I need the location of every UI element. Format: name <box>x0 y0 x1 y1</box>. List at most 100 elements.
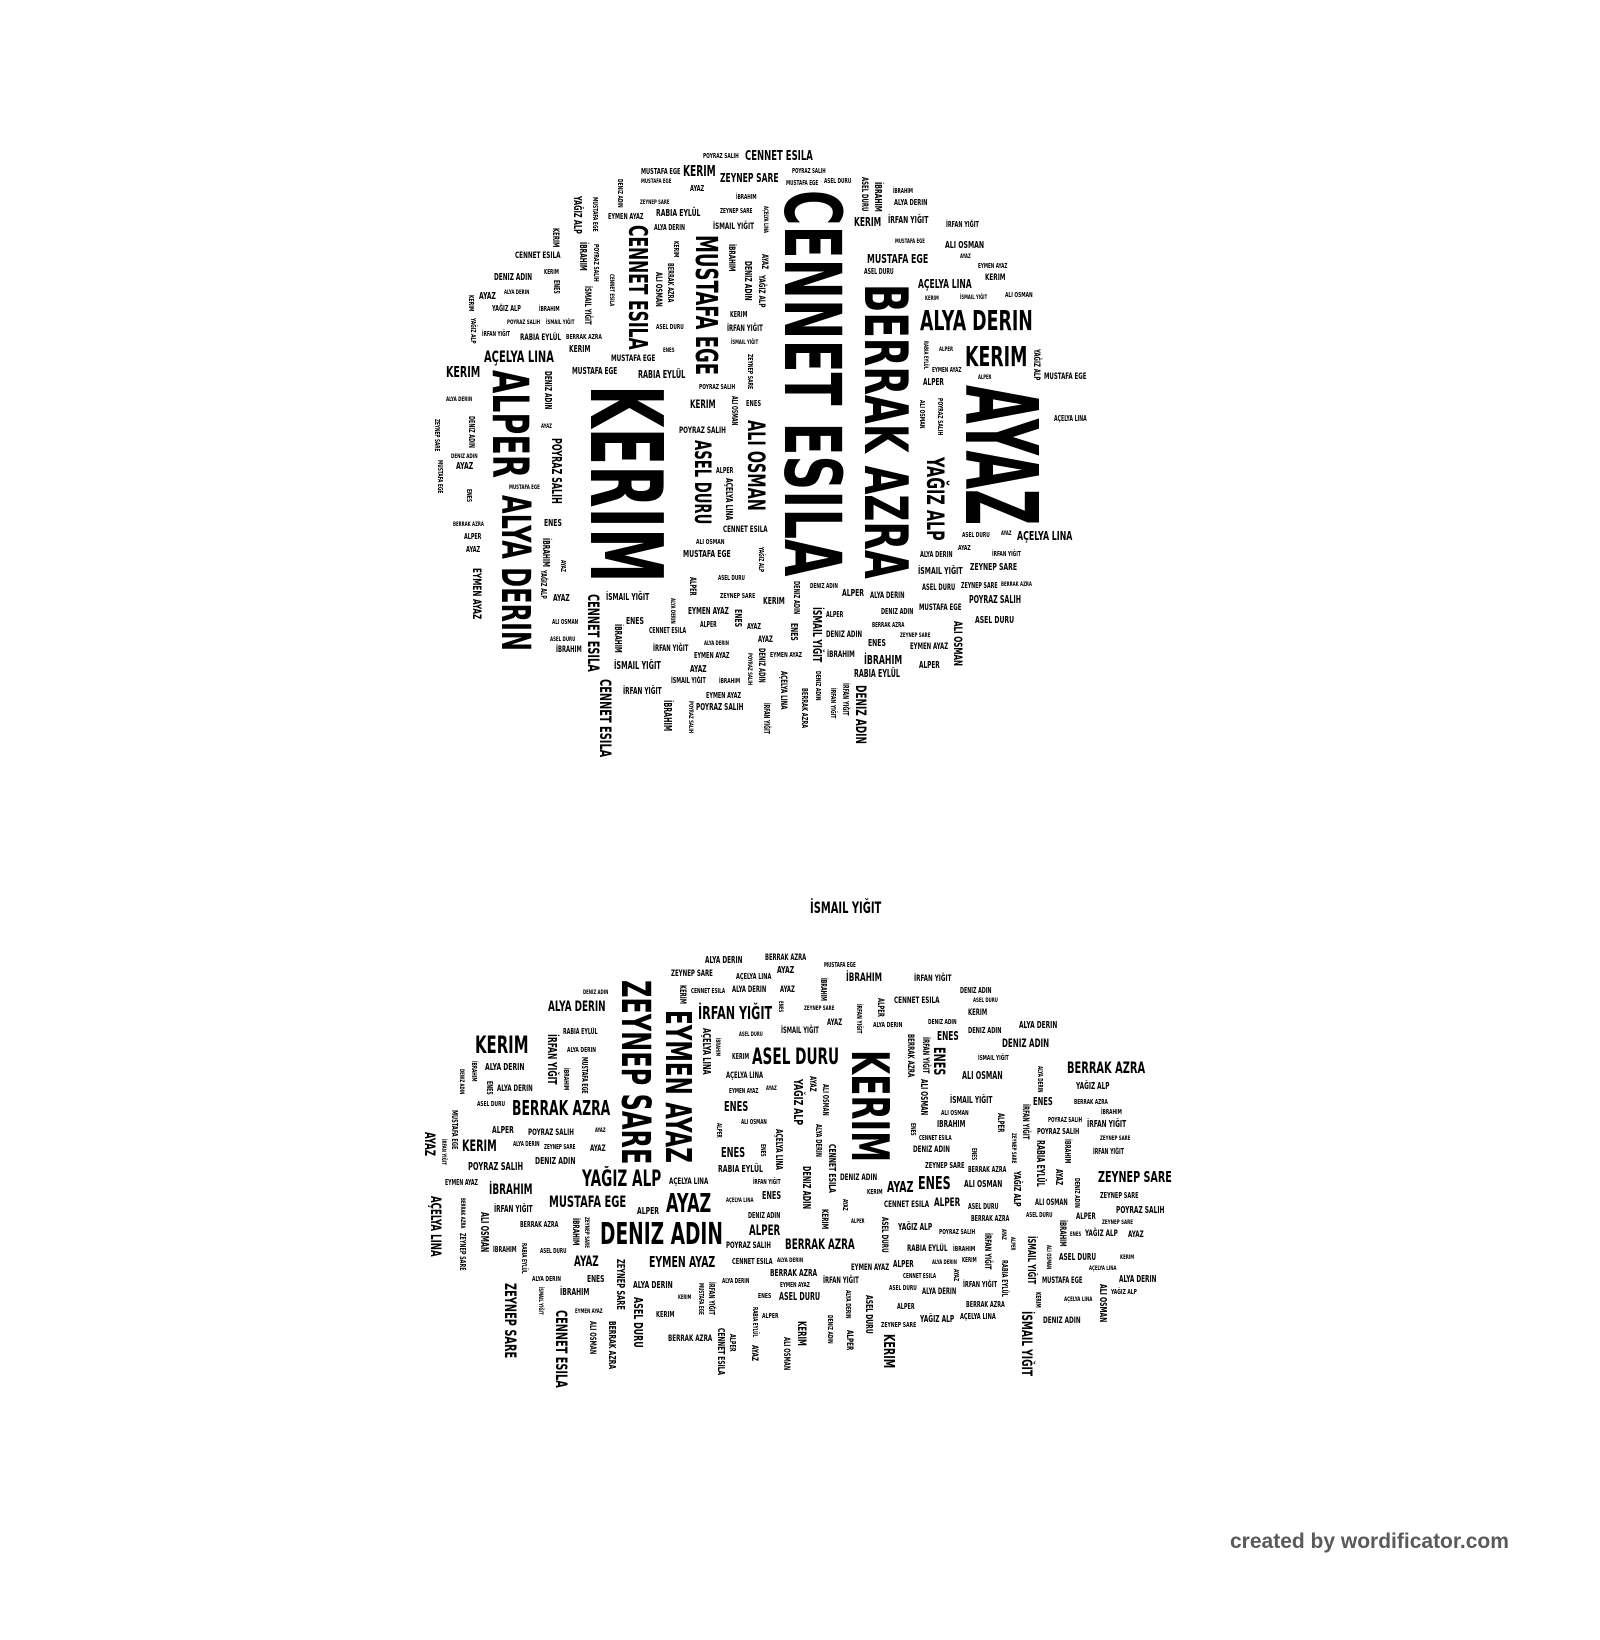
filler-word: ASEL DURU <box>549 635 576 644</box>
filler-word: CENNET ESILA <box>744 148 813 165</box>
filler-word: KERIM <box>689 396 716 411</box>
filler-word: EYMEN AYAZ <box>978 261 1008 270</box>
filler-word: KERIM <box>568 344 591 356</box>
filler-word: İRFAN YIĞIT <box>1087 1119 1127 1131</box>
filler-word: ALPER <box>893 1258 914 1270</box>
filler-word: EYMEN AYAZ <box>909 641 949 652</box>
filler-word: AYAZ <box>957 543 971 553</box>
word-alper: ALPER <box>481 370 539 478</box>
filler-word: AYAZ <box>1127 1230 1144 1241</box>
filler-word: ALI OSMAN <box>941 1107 970 1117</box>
filler-word: MUSTAFA EGE <box>682 548 731 560</box>
filler-word: AYAZ <box>757 635 773 646</box>
filler-word: RABIA EYLÜL <box>520 332 562 343</box>
filler-word: ZEYNEP SARE <box>670 969 713 980</box>
filler-word: ENES <box>1069 1231 1082 1239</box>
word-cennet-esila-2: CENNET ESILA <box>622 225 652 350</box>
filler-word: AYAZ <box>780 985 796 996</box>
filler-word: CENNET ESILA <box>552 1309 572 1388</box>
filler-word: POYRAZ SALIH <box>699 382 736 392</box>
filler-word: ZEYNEP SARE <box>1098 1167 1173 1186</box>
filler-word: İRFAN YIĞIT <box>482 329 511 338</box>
filler-word: ALYA DERIN <box>919 548 953 559</box>
filler-word: DENIZ ADIN <box>742 260 754 301</box>
filler-word: EYMEN AYAZ <box>648 1253 715 1272</box>
filler-word: ALYA DERIN <box>496 1083 533 1094</box>
filler-word: YAĞIZ ALP <box>570 195 583 234</box>
filler-word: AÇELYA LINA <box>778 671 789 710</box>
filler-word: KERIM <box>731 1052 749 1062</box>
filler-word: MUSTAFA EGE <box>610 352 655 364</box>
filler-word: ALPER <box>874 998 885 1017</box>
filler-word: İBRAHIM <box>936 1119 966 1131</box>
filler-word: AYAZ <box>807 1075 818 1092</box>
filler-word: BERRAK AZRA <box>666 262 676 302</box>
filler-word: ALPER <box>922 377 944 389</box>
filler-word: İSMAIL YIĞIT <box>809 607 825 663</box>
filler-word: YAĞIZ ALP <box>790 1078 806 1125</box>
filler-word: İRFAN YIĞIT <box>946 219 980 229</box>
filler-word: ALYA DERIN <box>893 196 928 207</box>
filler-word: ALPER <box>728 1333 738 1352</box>
filler-word: İBRAHIM <box>569 1218 580 1246</box>
filler-word: ZEYNEP SARE <box>543 1142 576 1151</box>
filler-word: ENES <box>969 1148 978 1161</box>
filler-word: ENES <box>867 638 886 650</box>
filler-word: ENES <box>757 1291 771 1301</box>
filler-word: DENIZ ADIN <box>799 1166 812 1210</box>
filler-word: İBRAHIM <box>1100 1107 1122 1116</box>
filler-word: İBRAHIM <box>538 305 560 314</box>
filler-word: DENIZ ADIN <box>748 1211 781 1221</box>
filler-word: İBRAHIM <box>559 1286 590 1298</box>
filler-word: DENIZ ADIN <box>880 607 914 617</box>
filler-word: DENIZ ADIN <box>912 1144 950 1155</box>
filler-word: KERIM <box>924 295 939 303</box>
filler-word: AYAZ <box>827 1018 843 1029</box>
filler-word: ENES <box>937 1029 959 1044</box>
filler-word: ALI OSMAN <box>1044 1244 1052 1269</box>
filler-word: KERIM <box>466 294 476 312</box>
filler-word: BERRAK AZRA <box>452 521 484 529</box>
word-yagiz-alp: YAĞIZ ALP <box>920 456 949 541</box>
filler-word: POYRAZ SALIH <box>938 1226 975 1236</box>
filler-word: ASEL DURU <box>656 322 684 331</box>
word-kerim-4: KERIM <box>475 1031 529 1059</box>
filler-word: KERIM <box>445 363 481 382</box>
word-berrak-azra-2: BERRAK AZRA <box>512 1095 611 1120</box>
filler-word: POYRAZ SALIH <box>791 166 826 175</box>
filler-word: İBRAHIM <box>469 1060 478 1082</box>
filler-word: İBRAHIM <box>492 1244 517 1254</box>
filler-word: BERRAK AZRA <box>459 1198 467 1229</box>
filler-word: ALYA DERIN <box>668 597 677 624</box>
filler-word: CENNET ESILA <box>893 995 940 1007</box>
filler-word: YAĞIZ ALP <box>897 1221 932 1233</box>
word-alya-derin: ALYA DERIN <box>492 495 538 651</box>
filler-word: POYRAZ SALIH <box>703 152 740 160</box>
filler-word: MUSTAFA EGE <box>508 482 540 491</box>
filler-word: MUSTAFA EGE <box>436 459 445 494</box>
filler-word: CENNET ESILA <box>731 1255 773 1266</box>
filler-word: MUSTAFA EGE <box>918 602 961 613</box>
filler-word: ENES <box>788 622 800 641</box>
filler-word: CENNET ESILA <box>884 1200 930 1211</box>
filler-word: ENES <box>723 1099 748 1115</box>
filler-word: DENIZ ADIN <box>825 630 862 641</box>
filler-word: AYAZ <box>747 622 761 632</box>
filler-word: ALYA DERIN <box>703 640 729 648</box>
filler-word: İRFAN YIĞIT <box>623 685 662 697</box>
filler-word: YAĞIZ ALP <box>919 1313 954 1325</box>
filler-word: AÇELYA LINA <box>699 1027 713 1075</box>
filler-word: KERIM <box>549 227 560 247</box>
filler-word: DENIZ ADIN <box>542 371 554 410</box>
filler-word: YAĞIZ ALP <box>755 274 766 307</box>
filler-word: ALYA DERIN <box>732 984 767 995</box>
filler-word: AYAZ <box>552 593 570 605</box>
filler-word: İBRAHIM <box>892 186 913 195</box>
filler-word: ASEL DURU <box>629 1297 645 1348</box>
filler-word: ENES <box>759 1143 768 1157</box>
filler-word: MUSTAFA EGE <box>895 238 926 246</box>
word-deniz-adin: DENIZ ADIN <box>600 1217 723 1252</box>
filler-word: ALYA DERIN <box>873 1020 903 1030</box>
filler-word: MUSTAFA EGE <box>867 250 929 266</box>
filler-word: KERIM <box>962 1255 977 1264</box>
